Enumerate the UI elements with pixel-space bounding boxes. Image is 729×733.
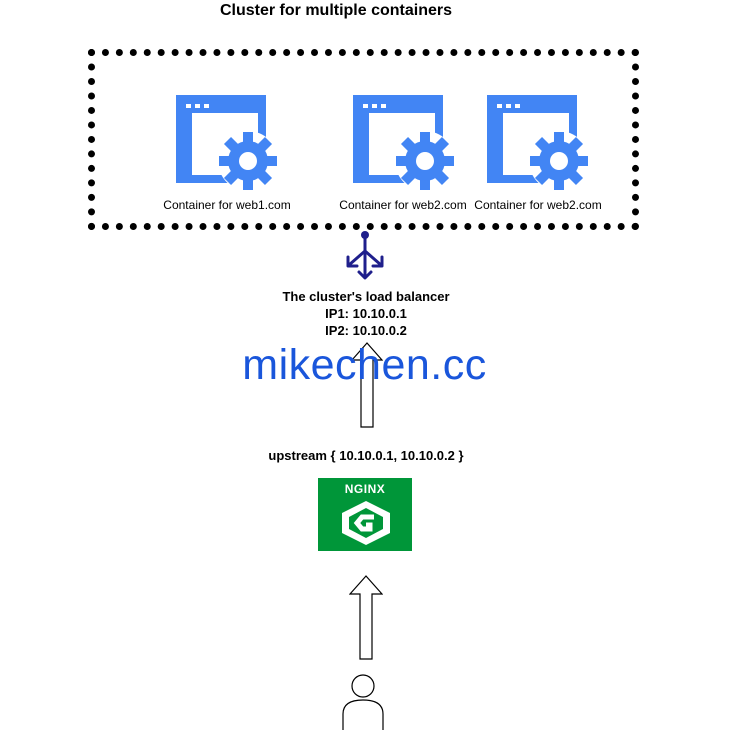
nginx-logo-icon <box>338 499 394 547</box>
load-balancer-ip2: IP2: 10.10.0.2 <box>325 323 407 338</box>
nginx-label: NGINX <box>344 482 386 496</box>
upstream-text: upstream { 10.10.0.1, 10.10.0.2 } <box>268 448 464 463</box>
load-balancer-icon <box>344 229 386 281</box>
nginx-logo: NGINX <box>318 478 412 551</box>
container-label-web1: Container for web1.com <box>163 198 291 212</box>
load-balancer-text: The cluster's load balancer IP1: 10.10.0… <box>226 288 506 339</box>
user-icon <box>340 672 386 730</box>
diagram-title: Cluster for multiple containers <box>219 2 453 19</box>
container-web2b-icon <box>487 95 589 193</box>
cluster-boundary <box>88 49 639 230</box>
arrow-user-to-nginx <box>349 575 383 661</box>
arrow-nginx-to-lb <box>351 342 383 428</box>
container-label-web2b: Container for web2.com <box>474 198 602 212</box>
watermark-text: mikechen.cc <box>242 341 487 389</box>
container-label-web2: Container for web2.com <box>339 198 467 212</box>
load-balancer-ip1: IP1: 10.10.0.1 <box>325 306 407 321</box>
container-web1-icon <box>176 95 278 193</box>
container-web2-icon <box>353 95 455 193</box>
load-balancer-title: The cluster's load balancer <box>282 289 450 304</box>
